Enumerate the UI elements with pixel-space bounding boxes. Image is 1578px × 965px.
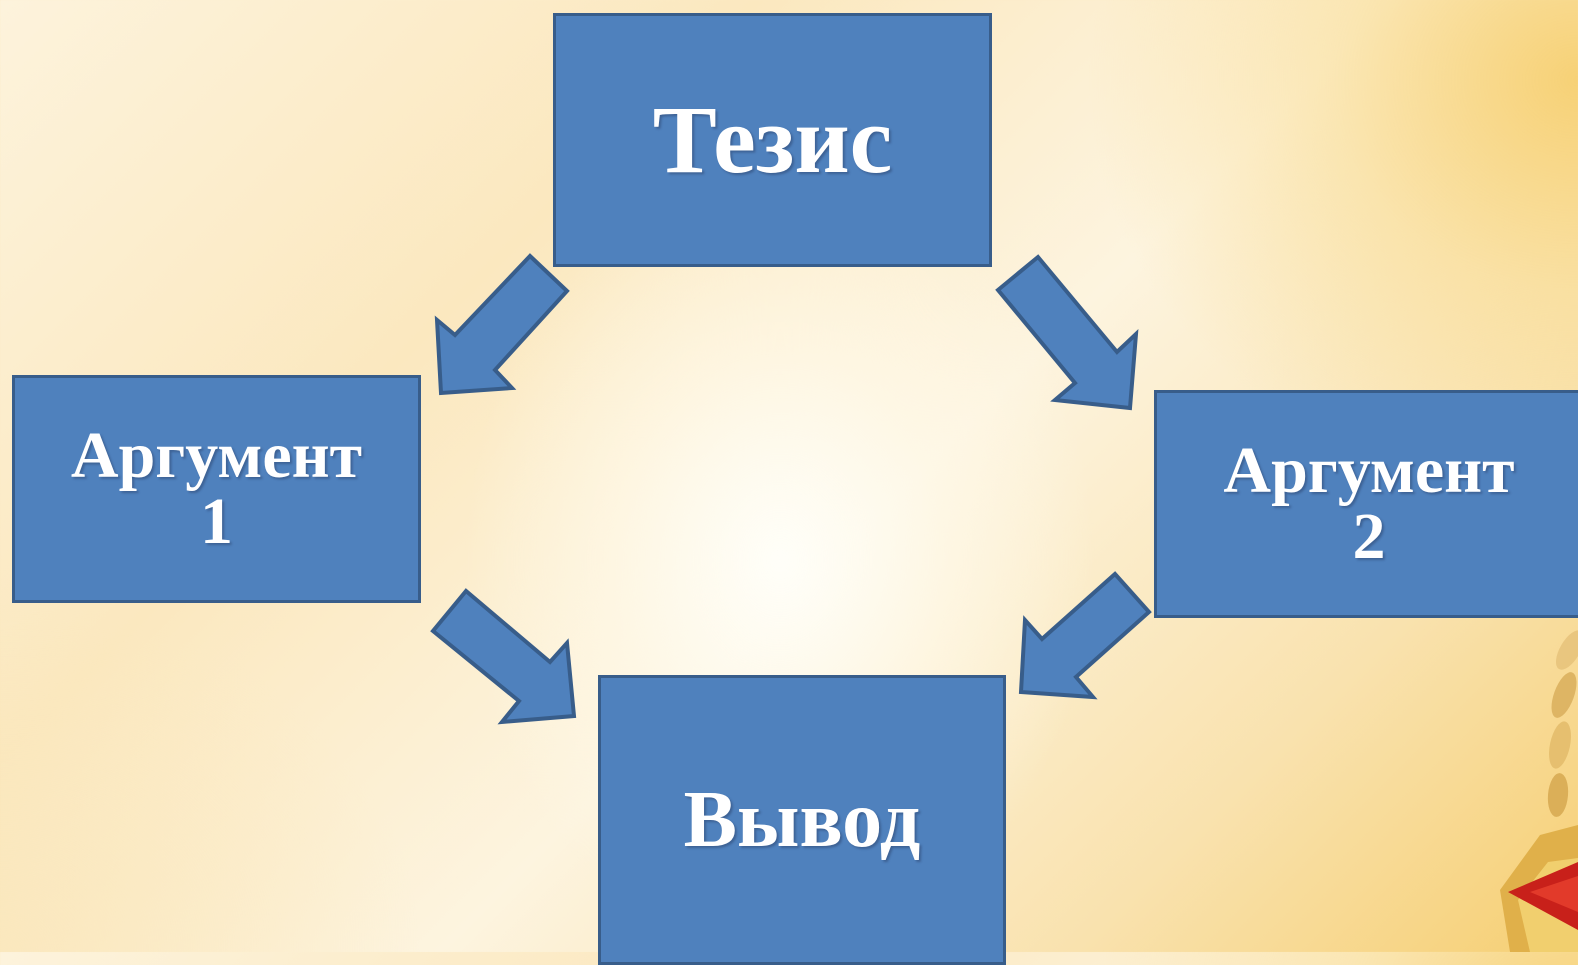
conclusion-label: Вывод (683, 776, 921, 864)
argument2-label: Аргумент 2 (1223, 434, 1515, 573)
thesis-box: Тезис (553, 13, 992, 267)
laurel-star-emblem-icon (1500, 630, 1578, 952)
argument1-label: Аргумент 1 (70, 419, 363, 558)
conclusion-box: Вывод (598, 675, 1006, 965)
arrow-thesis-to-argument2 (995, 254, 1139, 411)
thesis-label: Тезис (652, 86, 893, 193)
arrow-argument2-to-conclusion (1018, 571, 1152, 700)
argument1-box: Аргумент 1 (12, 375, 421, 603)
argument2-box: Аргумент 2 (1154, 390, 1578, 618)
arrow-thesis-to-argument1 (434, 253, 570, 396)
arrow-argument1-to-conclusion (430, 588, 577, 725)
